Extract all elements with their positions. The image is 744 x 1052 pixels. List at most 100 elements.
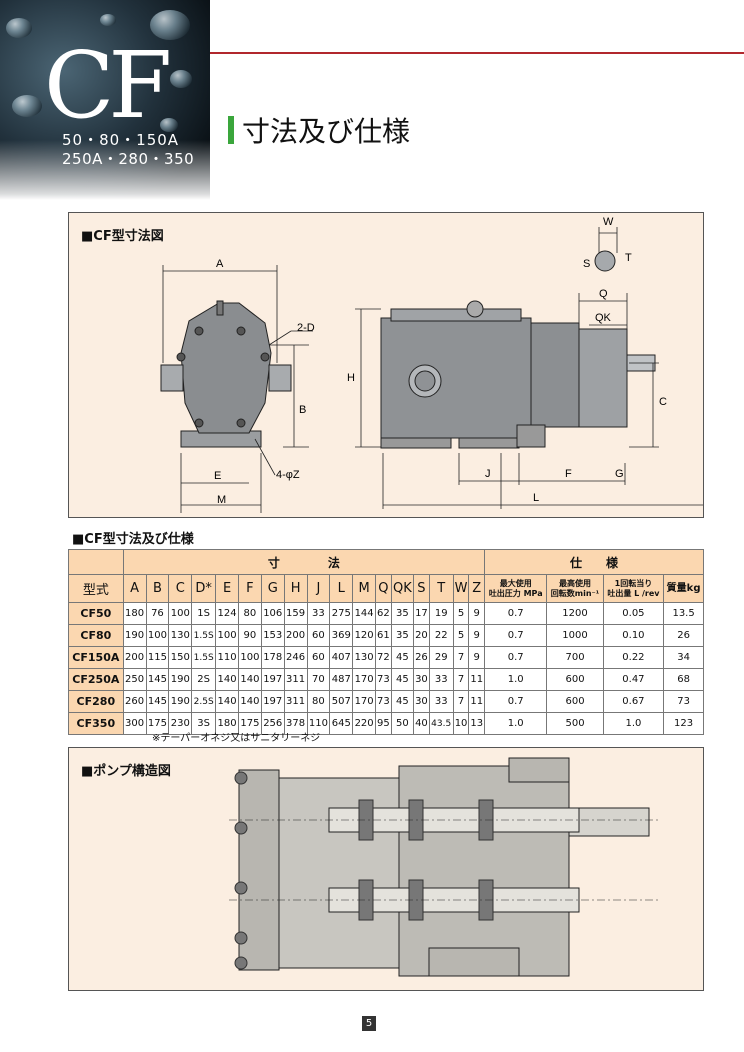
- cell-model: CF350: [68, 712, 124, 735]
- cell-model: CF80: [68, 624, 124, 647]
- cell-dim: 407: [329, 646, 354, 669]
- cell-dim: 100: [145, 624, 170, 647]
- cell-dim: 30: [413, 668, 430, 691]
- dim-label-E: E: [214, 470, 221, 482]
- col-dim-header: C: [168, 574, 193, 603]
- cell-dim: 76: [145, 602, 170, 625]
- cell-spec: 0.7: [484, 646, 548, 669]
- col-model: 型式: [68, 574, 124, 603]
- cell-dim: 70: [306, 668, 331, 691]
- cell-dim: 106: [260, 602, 285, 625]
- cell-dim: 140: [215, 668, 239, 691]
- cell-dim: 311: [283, 690, 308, 713]
- cell-dim: 140: [237, 668, 262, 691]
- cell-dim: 33: [428, 690, 454, 713]
- dim-label-H: H: [347, 372, 355, 384]
- dim-label-2D: 2-D: [297, 322, 315, 334]
- cell-dim: 144: [352, 602, 377, 625]
- cell-dim: 159: [283, 602, 308, 625]
- cell-dim: 40: [413, 712, 430, 735]
- col-dim-header: Q: [375, 574, 392, 603]
- cell-dim: 180: [122, 602, 147, 625]
- structure-drawing: [229, 757, 659, 977]
- cell-dim: 29: [428, 646, 454, 669]
- col-dim-header: D*: [191, 574, 217, 603]
- spec-header-line: 最高使用: [559, 578, 592, 588]
- cell-dim: 507: [329, 690, 354, 713]
- cell-dim: 200: [122, 646, 147, 669]
- page-number: 5: [362, 1016, 376, 1031]
- hero-banner: CF 50・80・150A 250A・280・350: [0, 0, 210, 200]
- col-dim-header: M: [352, 574, 377, 603]
- cell-dim: 197: [260, 668, 285, 691]
- spec-header-line: 吐出量 L /rev: [607, 588, 660, 598]
- cell-spec: 1.0: [484, 712, 548, 735]
- cell-dim: 1.5S: [191, 646, 217, 669]
- spec-header-line: 1回転当り: [614, 578, 653, 588]
- cell-spec: 0.47: [602, 668, 665, 691]
- dim-label-C: C: [659, 396, 667, 408]
- cell-dim: 170: [352, 690, 377, 713]
- cell-spec: 123: [663, 712, 704, 735]
- cell-dim: 250: [122, 668, 147, 691]
- dim-label-L: L: [533, 492, 539, 504]
- cell-spec: 1.0: [602, 712, 665, 735]
- cell-spec: 34: [663, 646, 704, 669]
- cell-dim: 100: [237, 646, 262, 669]
- cell-dim: 311: [283, 668, 308, 691]
- spec-header-line: 吐出圧力 MPa: [488, 588, 543, 598]
- cell-spec: 0.10: [602, 624, 665, 647]
- cell-dim: 35: [390, 602, 415, 625]
- dim-label-S: S: [583, 258, 590, 270]
- cell-model: CF280: [68, 690, 124, 713]
- cell-spec: 0.67: [602, 690, 665, 713]
- cell-dim: 300: [122, 712, 147, 735]
- dim-label-W: W: [603, 216, 614, 228]
- dim-label-F: F: [565, 468, 572, 480]
- cell-spec: 13.5: [663, 602, 704, 625]
- cell-spec: 0.7: [484, 602, 548, 625]
- cell-dim: 30: [413, 690, 430, 713]
- dim-label-B: B: [299, 404, 306, 416]
- cell-dim: 90: [237, 624, 262, 647]
- dim-label-J: J: [485, 468, 491, 480]
- cell-model: CF50: [68, 602, 124, 625]
- table-note: ※テーパーオネジ又はサニタリーネジ: [152, 733, 321, 744]
- cell-dim: 13: [468, 712, 486, 735]
- cell-dim: 33: [306, 602, 331, 625]
- cell-spec: 600: [546, 690, 604, 713]
- dimension-drawing-title: ■CF型寸法図: [81, 229, 164, 244]
- cell-dim: 11: [468, 690, 486, 713]
- cell-dim: 140: [215, 690, 239, 713]
- spec-table-group-row: 寸 法 仕 様: [68, 549, 704, 575]
- cell-dim: 190: [122, 624, 147, 647]
- cell-dim: 190: [168, 668, 193, 691]
- dim-label-Q: Q: [599, 288, 608, 300]
- cell-dim: 9: [468, 624, 486, 647]
- cell-dim: 645: [329, 712, 354, 735]
- cell-dim: 115: [145, 646, 170, 669]
- cell-dim: 130: [168, 624, 193, 647]
- cell-dim: 130: [352, 646, 377, 669]
- cell-spec: 700: [546, 646, 604, 669]
- col-dim-header: G: [260, 574, 285, 603]
- col-dim-header: W: [452, 574, 470, 603]
- cell-dim: 33: [428, 668, 454, 691]
- cell-dim: 50: [390, 712, 415, 735]
- cell-dim: 95: [375, 712, 392, 735]
- cell-spec: 600: [546, 668, 604, 691]
- spec-table-title: ■CF型寸法及び仕様: [72, 532, 194, 547]
- hero-models-line1: 50・80・150A: [62, 131, 180, 149]
- cell-dim: 190: [168, 690, 193, 713]
- cell-dim: 178: [260, 646, 285, 669]
- cell-dim: 7: [452, 690, 470, 713]
- structure-drawing-title: ■ポンプ構造図: [81, 764, 171, 779]
- cell-dim: 170: [352, 668, 377, 691]
- cell-dim: 369: [329, 624, 354, 647]
- cell-dim: 200: [283, 624, 308, 647]
- col-dim-header: L: [329, 574, 354, 603]
